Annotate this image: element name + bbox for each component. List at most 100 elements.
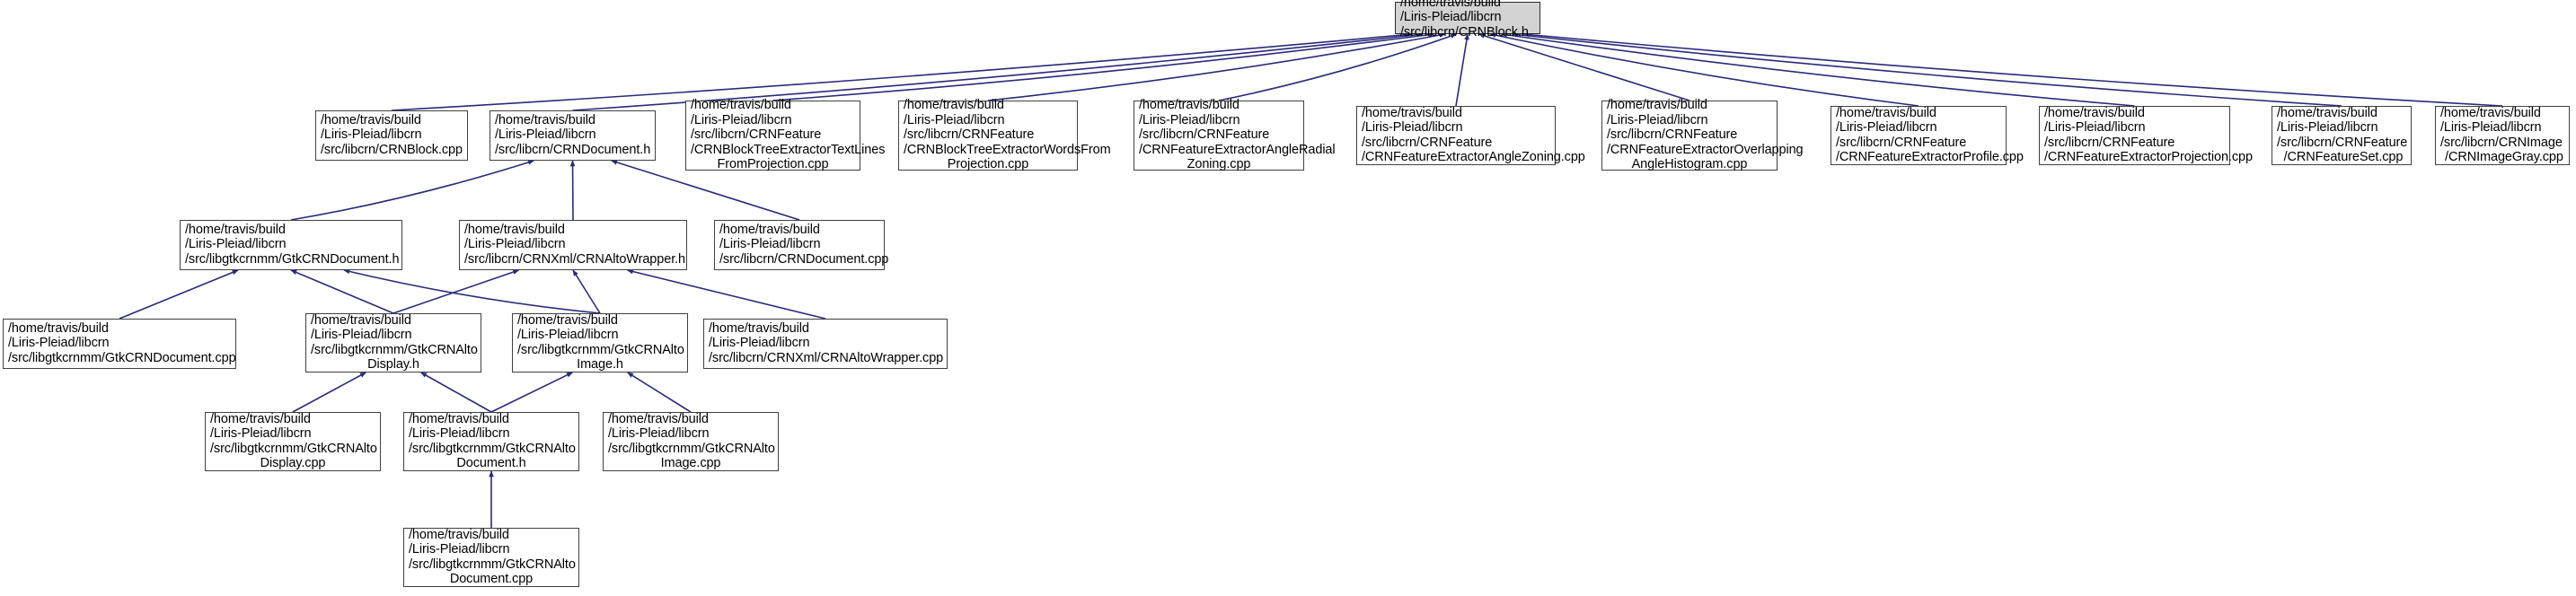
node-line: Zoning.cpp [1187, 157, 1251, 172]
node-line: /src/libgtkcrnmm/GtkCRNDocument.h [185, 251, 400, 267]
graph-node[interactable]: /home/travis/build/Liris-Pleiad/libcrn/s… [3, 319, 236, 369]
node-line: Document.h [456, 455, 526, 470]
node-line: /CRNFeatureExtractorProfile.cpp [1836, 149, 2024, 164]
node-line: /home/travis/build [2440, 105, 2541, 120]
node-line: /home/travis/build [1362, 105, 1462, 120]
node-line: /CRNFeatureExtractorOverlapping [1607, 142, 1804, 157]
node-line: /src/libcrn/CRNBlock.cpp [321, 142, 463, 157]
graph-edge [1218, 33, 1458, 101]
node-line: AngleHistogram.cpp [1631, 157, 1748, 172]
node-line: /Liris-Pleiad/libcrn [2277, 120, 2378, 136]
graph-node[interactable]: /home/travis/build/Liris-Pleiad/libcrn/s… [459, 220, 687, 270]
node-line: /src/libgtkcrnmm/GtkCRNAlto [517, 342, 684, 357]
node-line: /home/travis/build [311, 312, 411, 328]
graph-node[interactable]: /home/travis/build/Liris-Pleiad/libcrn/s… [2039, 106, 2253, 165]
graph-edge [343, 268, 601, 314]
node-line: /src/libcrn/CRNBlock.h [1400, 24, 1529, 39]
graph-edge [1489, 32, 1919, 107]
graph-node[interactable]: /home/travis/build/Liris-Pleiad/libcrn/s… [714, 220, 889, 270]
graph-edge [290, 160, 534, 221]
graph-node[interactable]: /home/travis/build/Liris-Pleiad/libcrn/s… [490, 110, 656, 161]
graph-node-root[interactable]: /home/travis/build/Liris-Pleiad/libcrn/s… [1395, 0, 1540, 39]
node-line: /src/libcrn/CRNFeature [1607, 127, 1738, 143]
node-line: /src/libcrn/CRNFeature [2277, 135, 2408, 150]
node-line: /src/libcrn/CRNDocument.cpp [719, 251, 889, 267]
node-line: /home/travis/build [517, 312, 618, 328]
node-line: /home/travis/build [185, 222, 286, 237]
graph-edge [772, 32, 1435, 101]
node-line: /Liris-Pleiad/libcrn [495, 127, 596, 143]
node-line: /src/libcrn/CRNFeature [691, 127, 822, 143]
node-line: /Liris-Pleiad/libcrn [321, 127, 422, 143]
node-line: /src/libcrn/CRNImage [2440, 135, 2563, 150]
node-line: /Liris-Pleiad/libcrn [2440, 120, 2542, 136]
node-line: /Liris-Pleiad/libcrn [719, 237, 821, 252]
node-line: /Liris-Pleiad/libcrn [8, 336, 110, 351]
graph-node[interactable]: /home/travis/build/Liris-Pleiad/libcrn/s… [403, 528, 579, 587]
node-line: /home/travis/build [691, 98, 791, 113]
graph-node[interactable]: /home/travis/build/Liris-Pleiad/libcrn/s… [1831, 105, 2024, 165]
node-line: /Liris-Pleiad/libcrn [691, 112, 792, 127]
node-line: /home/travis/build [2277, 105, 2378, 120]
graph-node[interactable]: /home/travis/build/Liris-Pleiad/libcrn/s… [180, 220, 402, 270]
node-line: /src/libgtkcrnmm/GtkCRNAlto [210, 441, 377, 456]
node-line: /CRNFeatureSet.cpp [2280, 149, 2404, 164]
node-line: /home/travis/build [904, 98, 1004, 113]
node-line: /src/libgtkcrnmm/GtkCRNDocument.cpp [8, 350, 236, 365]
graph-node[interactable]: /home/travis/build/Liris-Pleiad/libcrn/s… [1356, 105, 1585, 165]
node-line: /Liris-Pleiad/libcrn [210, 426, 312, 442]
node-line: /CRNFeatureExtractorProjection.cpp [2044, 149, 2253, 164]
graph-node[interactable]: /home/travis/build/Liris-Pleiad/libcrn/s… [1601, 98, 1804, 172]
node-line: /home/travis/build [464, 222, 565, 237]
node-line: /CRNFeatureExtractorAngleRadial [1139, 142, 1336, 157]
graph-node[interactable]: /home/travis/build/Liris-Pleiad/libcrn/s… [305, 313, 481, 372]
graph-edge [393, 269, 520, 314]
graph-edge [119, 269, 239, 320]
graph-edge [572, 269, 601, 314]
node-line: Image.cpp [660, 455, 721, 470]
node-line: /Liris-Pleiad/libcrn [311, 328, 412, 343]
graph-node[interactable]: /home/travis/build/Liris-Pleiad/libcrn/s… [512, 313, 688, 372]
node-line: /CRNBlockTreeExtractorTextLines [691, 142, 886, 157]
graph-edge [569, 160, 576, 221]
graph-node[interactable]: /home/travis/build/Liris-Pleiad/libcrn/s… [898, 98, 1111, 171]
graph-node[interactable]: /home/travis/build/Liris-Pleiad/libcrn/s… [1134, 98, 1336, 172]
graph-edge [1478, 33, 1690, 101]
graph-edge [987, 32, 1446, 101]
graph-node[interactable]: /home/travis/build/Liris-Pleiad/libcrn/s… [2435, 106, 2570, 165]
graph-edge [420, 372, 492, 413]
graph-edge [290, 269, 394, 314]
graph-edge [1522, 31, 2503, 107]
graph-node[interactable]: /home/travis/build/Liris-Pleiad/libcrn/s… [685, 98, 886, 171]
node-line: /CRNImageGray.cpp [2441, 149, 2563, 164]
graph-node[interactable]: /home/travis/build/Liris-Pleiad/libcrn/s… [205, 412, 381, 471]
node-line: /Liris-Pleiad/libcrn [464, 237, 566, 252]
graph-edge [1512, 31, 2342, 107]
node-line: /src/libgtkcrnmm/GtkCRNAlto [409, 557, 576, 572]
node-line: /CRNFeatureExtractorAngleZoning.cpp [1362, 149, 1585, 164]
node-line: /src/libcrn/CRNDocument.h [495, 142, 651, 157]
node-line: /home/travis/build [608, 411, 709, 426]
graph-node[interactable]: /home/travis/build/Liris-Pleiad/libcrn/s… [2272, 106, 2412, 165]
node-line: /src/libcrn/CRNFeature [2044, 135, 2175, 150]
graph-node[interactable]: /home/travis/build/Liris-Pleiad/libcrn/s… [403, 412, 579, 471]
graph-node[interactable]: /home/travis/build/Liris-Pleiad/libcrn/s… [315, 110, 468, 161]
node-line: /src/libgtkcrnmm/GtkCRNAlto [409, 441, 576, 456]
node-line: /home/travis/build [1607, 98, 1707, 113]
node-line: /home/travis/build [719, 222, 820, 237]
node-line: /CRNBlockTreeExtractorWordsFrom [904, 142, 1111, 157]
node-line: /src/libgtkcrnmm/GtkCRNAlto [311, 342, 478, 357]
node-line: Image.h [577, 356, 623, 372]
node-line: /Liris-Pleiad/libcrn [409, 542, 510, 557]
node-line: Document.cpp [449, 571, 534, 586]
node-line: /home/travis/build [1836, 105, 1936, 120]
graph-node[interactable]: /home/travis/build/Liris-Pleiad/libcrn/s… [603, 412, 779, 471]
graph-node[interactable]: /home/travis/build/Liris-Pleiad/libcrn/s… [703, 319, 948, 369]
graph-edge [626, 268, 826, 320]
node-line: /Liris-Pleiad/libcrn [1607, 112, 1708, 127]
node-line: /Liris-Pleiad/libcrn [409, 426, 510, 442]
graph-edge [1500, 32, 2135, 107]
node-line: /src/libcrn/CRNFeature [904, 127, 1035, 143]
